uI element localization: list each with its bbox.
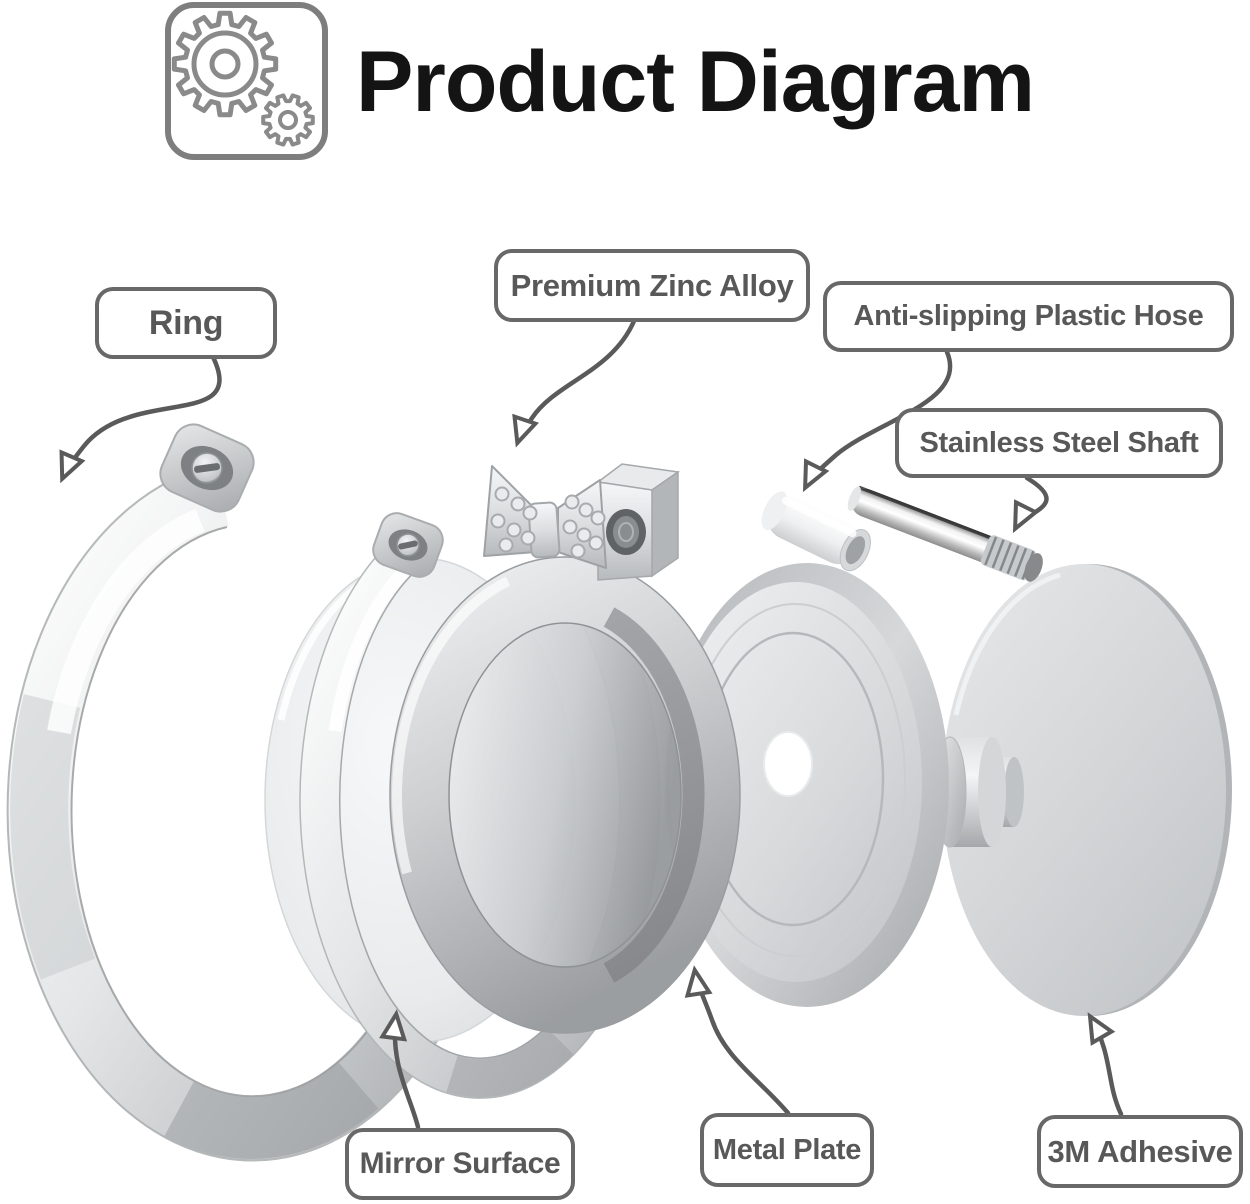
callout-adhesive-label: 3M Adhesive [1047, 1134, 1233, 1169]
callout-mirror-label: Mirror Surface [359, 1147, 561, 1180]
page-title: Product Diagram [356, 33, 1035, 130]
callout-steel-shaft-label: Stainless Steel Shaft [919, 426, 1199, 459]
holder-ring-part [389, 556, 741, 1034]
adhesive-part [942, 564, 1232, 1016]
callout-plastic-hose-label: Anti-slipping Plastic Hose [853, 300, 1204, 332]
callout-zinc-alloy-label: Premium Zinc Alloy [510, 268, 794, 303]
gears-icon [165, 2, 328, 160]
callout-ring: Ring [95, 287, 277, 359]
plastic-hose-part [761, 491, 871, 572]
steel-shaft-part [847, 485, 1043, 582]
metal-plate-part [665, 563, 949, 1007]
inner-ring-end-cap [372, 512, 444, 578]
bow-dimples [490, 486, 606, 559]
mirror-arrow [379, 1009, 421, 1130]
callout-adhesive: 3M Adhesive [1037, 1115, 1243, 1188]
callout-metal-plate: Metal Plate [700, 1113, 874, 1187]
callout-steel-shaft: Stainless Steel Shaft [895, 408, 1223, 478]
callout-metal-plate-label: Metal Plate [712, 1133, 862, 1166]
zinc-alloy-arrow [512, 318, 637, 448]
metal-plate-arrow [684, 965, 791, 1116]
ring-end-cap [159, 423, 255, 513]
ring-arrow [59, 354, 222, 484]
steel-shaft-arrow [1012, 475, 1049, 534]
callout-ring-label: Ring [148, 304, 224, 342]
knob-part [933, 736, 1024, 848]
callout-plastic-hose: Anti-slipping Plastic Hose [823, 281, 1234, 352]
callout-zinc-alloy: Premium Zinc Alloy [494, 249, 810, 322]
plastic-hose-arrow [802, 349, 953, 493]
callout-mirror: Mirror Surface [345, 1128, 575, 1200]
adhesive-arrow [1087, 1012, 1124, 1117]
zinc-alloy-bow-part [483, 463, 680, 581]
